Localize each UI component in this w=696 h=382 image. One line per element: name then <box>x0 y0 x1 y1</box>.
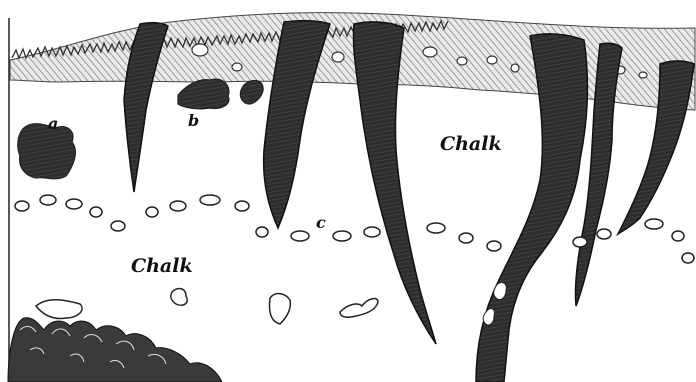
bushes <box>8 318 222 382</box>
flint-a <box>18 124 76 179</box>
gravel-layer <box>10 13 695 110</box>
label-chalk-lower: Chalk <box>131 255 193 277</box>
label-chalk-upper: Chalk <box>440 133 502 155</box>
flint-b <box>178 79 229 109</box>
scattered-flints <box>36 289 378 324</box>
label-a: a <box>48 114 58 133</box>
flint-b-small <box>240 81 263 104</box>
label-b: b <box>188 111 199 130</box>
label-c: c <box>316 213 326 232</box>
